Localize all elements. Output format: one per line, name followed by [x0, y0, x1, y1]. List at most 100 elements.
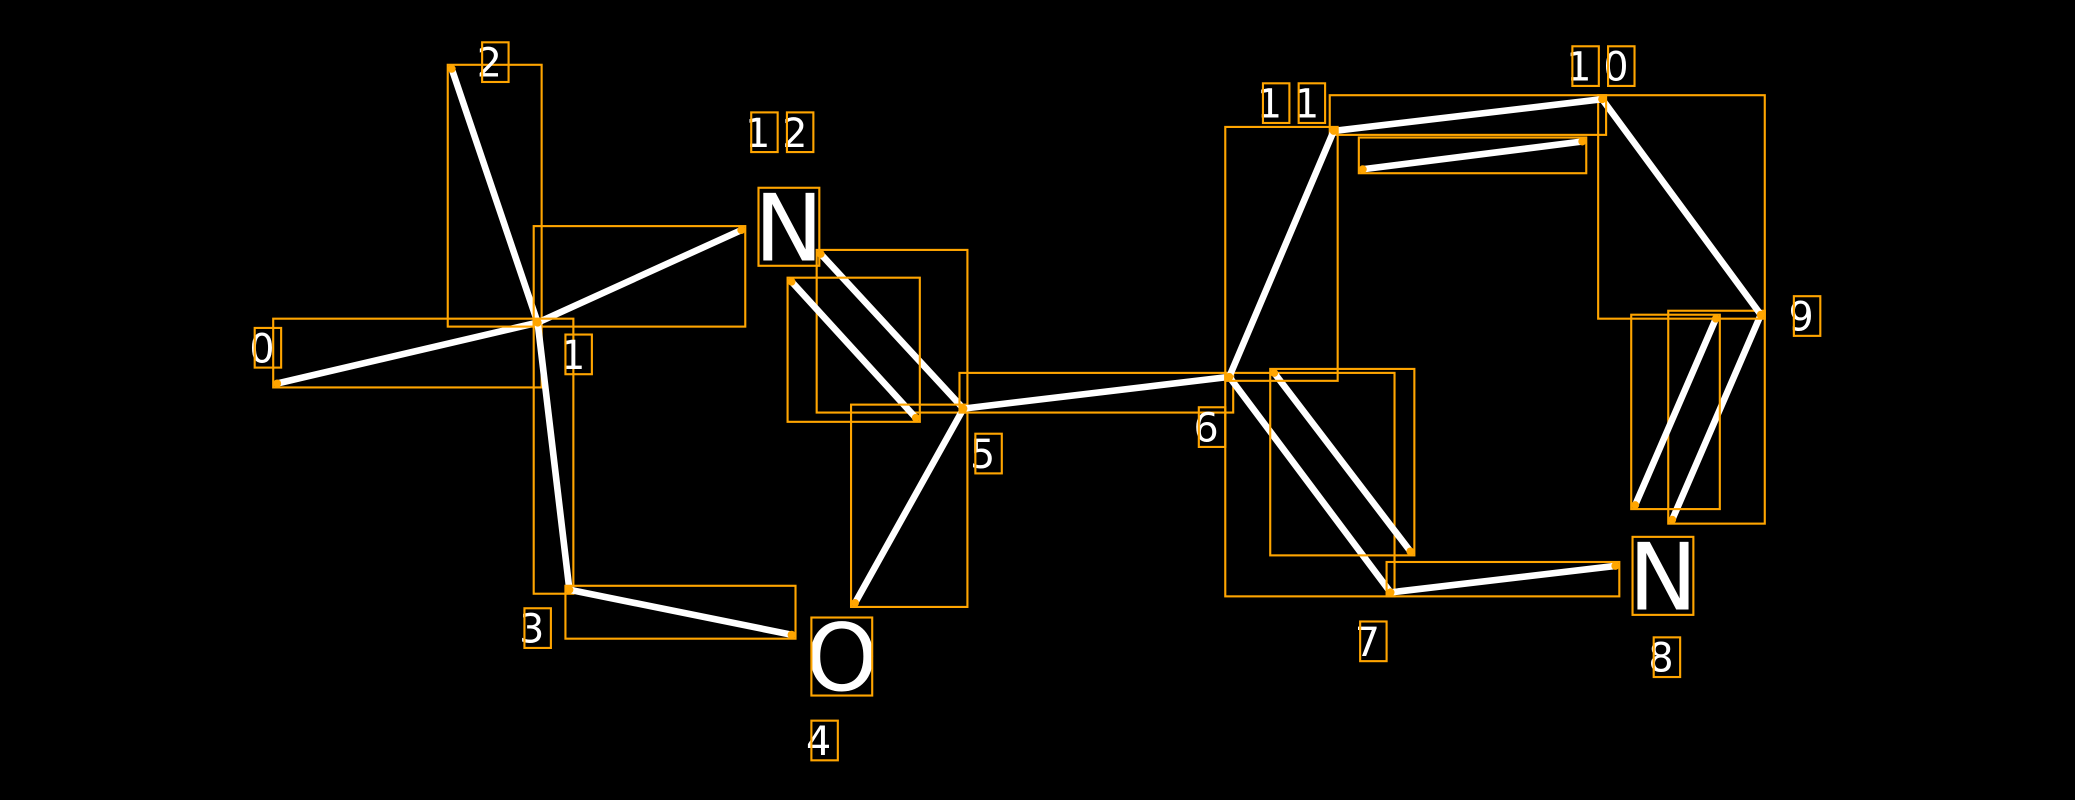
bond-bounding-box: [1667, 309, 1766, 525]
index-char-box: [1261, 82, 1291, 125]
bond-line-1-2: [448, 65, 541, 326]
bond-endpoint: [1406, 547, 1415, 556]
bond-bounding-box: [532, 317, 575, 595]
atom-index-text: 3: [519, 607, 556, 653]
atom-index-text: 2: [477, 41, 514, 87]
index-char-box: [1297, 82, 1327, 125]
index-char-box: [785, 111, 815, 154]
atom-index-9: 9: [1789, 295, 1826, 341]
atom-index-1: 1: [560, 333, 597, 379]
bond-bounding-box: [1385, 560, 1621, 598]
atom-index-2: 2: [477, 41, 514, 87]
atom-index-12: 12: [745, 111, 815, 157]
bond-endpoint: [737, 226, 746, 235]
bond-line-10-11: [1330, 95, 1606, 135]
atom-index-4: 4: [806, 719, 843, 765]
bond-endpoint: [959, 404, 968, 413]
atom-label-n: N: [754, 174, 823, 282]
bond-line-5-4: [851, 405, 967, 607]
bond-bounding-box: [786, 276, 921, 423]
atom-label-o: O: [805, 604, 878, 712]
index-char-box: [1652, 636, 1682, 679]
atom-label-box: [757, 186, 821, 267]
atom-index-6: 6: [1193, 406, 1230, 452]
bond-endpoint: [787, 277, 796, 286]
bond-endpoint: [1386, 588, 1395, 597]
index-char-box: [750, 111, 779, 154]
bond-line-1-3: [534, 319, 573, 594]
atom-index-text: 9: [1789, 295, 1826, 341]
bond-bounding-box: [1630, 313, 1721, 511]
bond-bounding-box: [815, 248, 969, 414]
bond-endpoint: [1668, 515, 1677, 524]
index-char-box: [1571, 45, 1600, 88]
bond-line-9-10: [1598, 95, 1765, 319]
atom-index-text: 1: [560, 333, 597, 379]
index-char-box: [1607, 45, 1636, 88]
bond-bounding-box: [1269, 367, 1416, 557]
atom-index-text: 10: [1566, 45, 1640, 91]
atom-index-text: 5: [970, 432, 1007, 478]
index-char-box: [1792, 295, 1822, 337]
bond-endpoint: [911, 413, 920, 422]
bond-line-12-5: [817, 250, 967, 412]
bond-endpoint: [1611, 561, 1620, 570]
bond-line-3-4: [566, 586, 795, 639]
atom-index-text: 4: [806, 719, 843, 765]
bond-endpoint: [565, 585, 574, 594]
bond-endpoint: [787, 630, 796, 639]
atom-index-5: 5: [970, 432, 1007, 478]
bond-line-7-8: [1387, 562, 1619, 596]
bond-endpoint: [533, 318, 542, 327]
atom-index-10: 10: [1566, 45, 1640, 91]
atom-index-text: 7: [1355, 620, 1392, 666]
bond-endpoint: [447, 64, 456, 73]
bond-line-11-6: [1225, 127, 1338, 381]
bond-line-5-6: [960, 373, 1233, 412]
bond-line-8-9-second: [1631, 315, 1720, 509]
atom-index-text: 0: [249, 326, 286, 372]
bond-endpoint: [1270, 368, 1279, 377]
bond-line-8-9: [1668, 311, 1765, 523]
index-char-box: [523, 607, 552, 649]
index-char-box: [974, 432, 1003, 475]
atom-index-text: 11: [1257, 82, 1331, 128]
bond-bounding-box: [532, 225, 747, 328]
index-char-box: [810, 719, 839, 762]
bond-line-1-12: [534, 226, 745, 326]
bond-line-6-7-second: [1270, 369, 1414, 555]
atom-index-text: 6: [1193, 406, 1230, 452]
bond-endpoint: [1225, 372, 1234, 381]
bond-endpoint: [851, 599, 859, 607]
bond-line-0-1: [273, 319, 541, 387]
bond-bounding-box: [958, 371, 1235, 414]
bond-bounding-box: [564, 584, 797, 640]
bond-endpoint: [1598, 95, 1607, 104]
atom-label-box: [1631, 535, 1695, 616]
atom-index-text: 8: [1648, 636, 1685, 682]
bond-bounding-box: [1224, 125, 1339, 382]
bond-bounding-box: [1357, 136, 1588, 175]
atom-index-8: 8: [1648, 636, 1685, 682]
bond-endpoint: [1358, 165, 1367, 174]
bond-line-6-7: [1225, 373, 1394, 596]
atom-index-11: 11: [1257, 82, 1331, 128]
atom-index-0: 0: [249, 326, 286, 372]
bond-endpoint: [1631, 501, 1640, 510]
bond-endpoint: [1756, 310, 1765, 319]
bonds-layer: [272, 63, 1766, 640]
atom-index-7: 7: [1355, 620, 1392, 666]
index-char-box: [1197, 406, 1227, 448]
bond-line-12-5-second: [788, 278, 920, 422]
atom-label-n: N: [1628, 524, 1697, 632]
bond-endpoint: [273, 379, 282, 388]
bond-endpoint: [1329, 126, 1338, 135]
bond-bounding-box: [446, 63, 543, 328]
atom-label-box: [810, 616, 874, 697]
bond-bounding-box: [1224, 371, 1396, 598]
bond-line-10-11-second: [1359, 138, 1586, 173]
bond-bounding-box: [1328, 94, 1608, 136]
index-char-box: [564, 333, 593, 376]
